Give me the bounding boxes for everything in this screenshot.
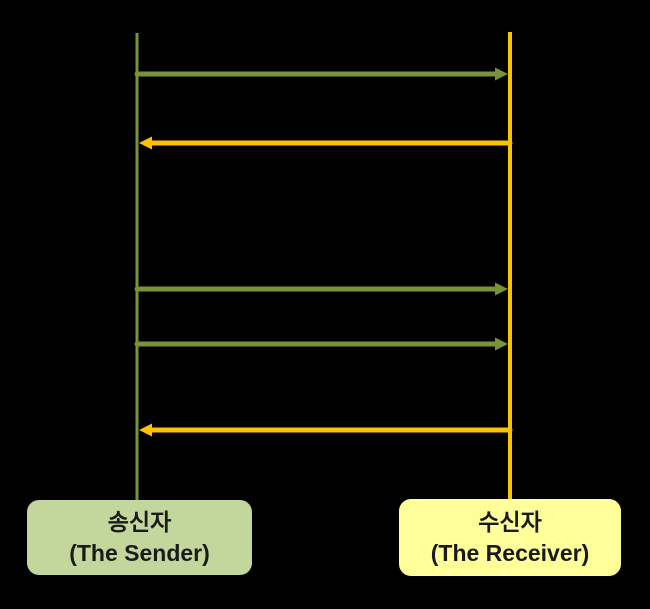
- message-arrowhead: [495, 67, 508, 81]
- message-arrowhead: [139, 423, 152, 437]
- sender-label-korean: 송신자: [107, 509, 172, 536]
- receiver-label-korean: 수신자: [478, 509, 542, 536]
- receiver-label-english: (The Receiver): [430, 539, 590, 566]
- message-arrowhead: [139, 136, 152, 150]
- sender-box: 송신자 (The Sender): [27, 500, 252, 575]
- message-arrowhead: [495, 337, 508, 351]
- message-arrowhead: [495, 282, 508, 296]
- receiver-box: 수신자 (The Receiver): [399, 499, 621, 576]
- sender-label-english: (The Sender): [69, 539, 210, 566]
